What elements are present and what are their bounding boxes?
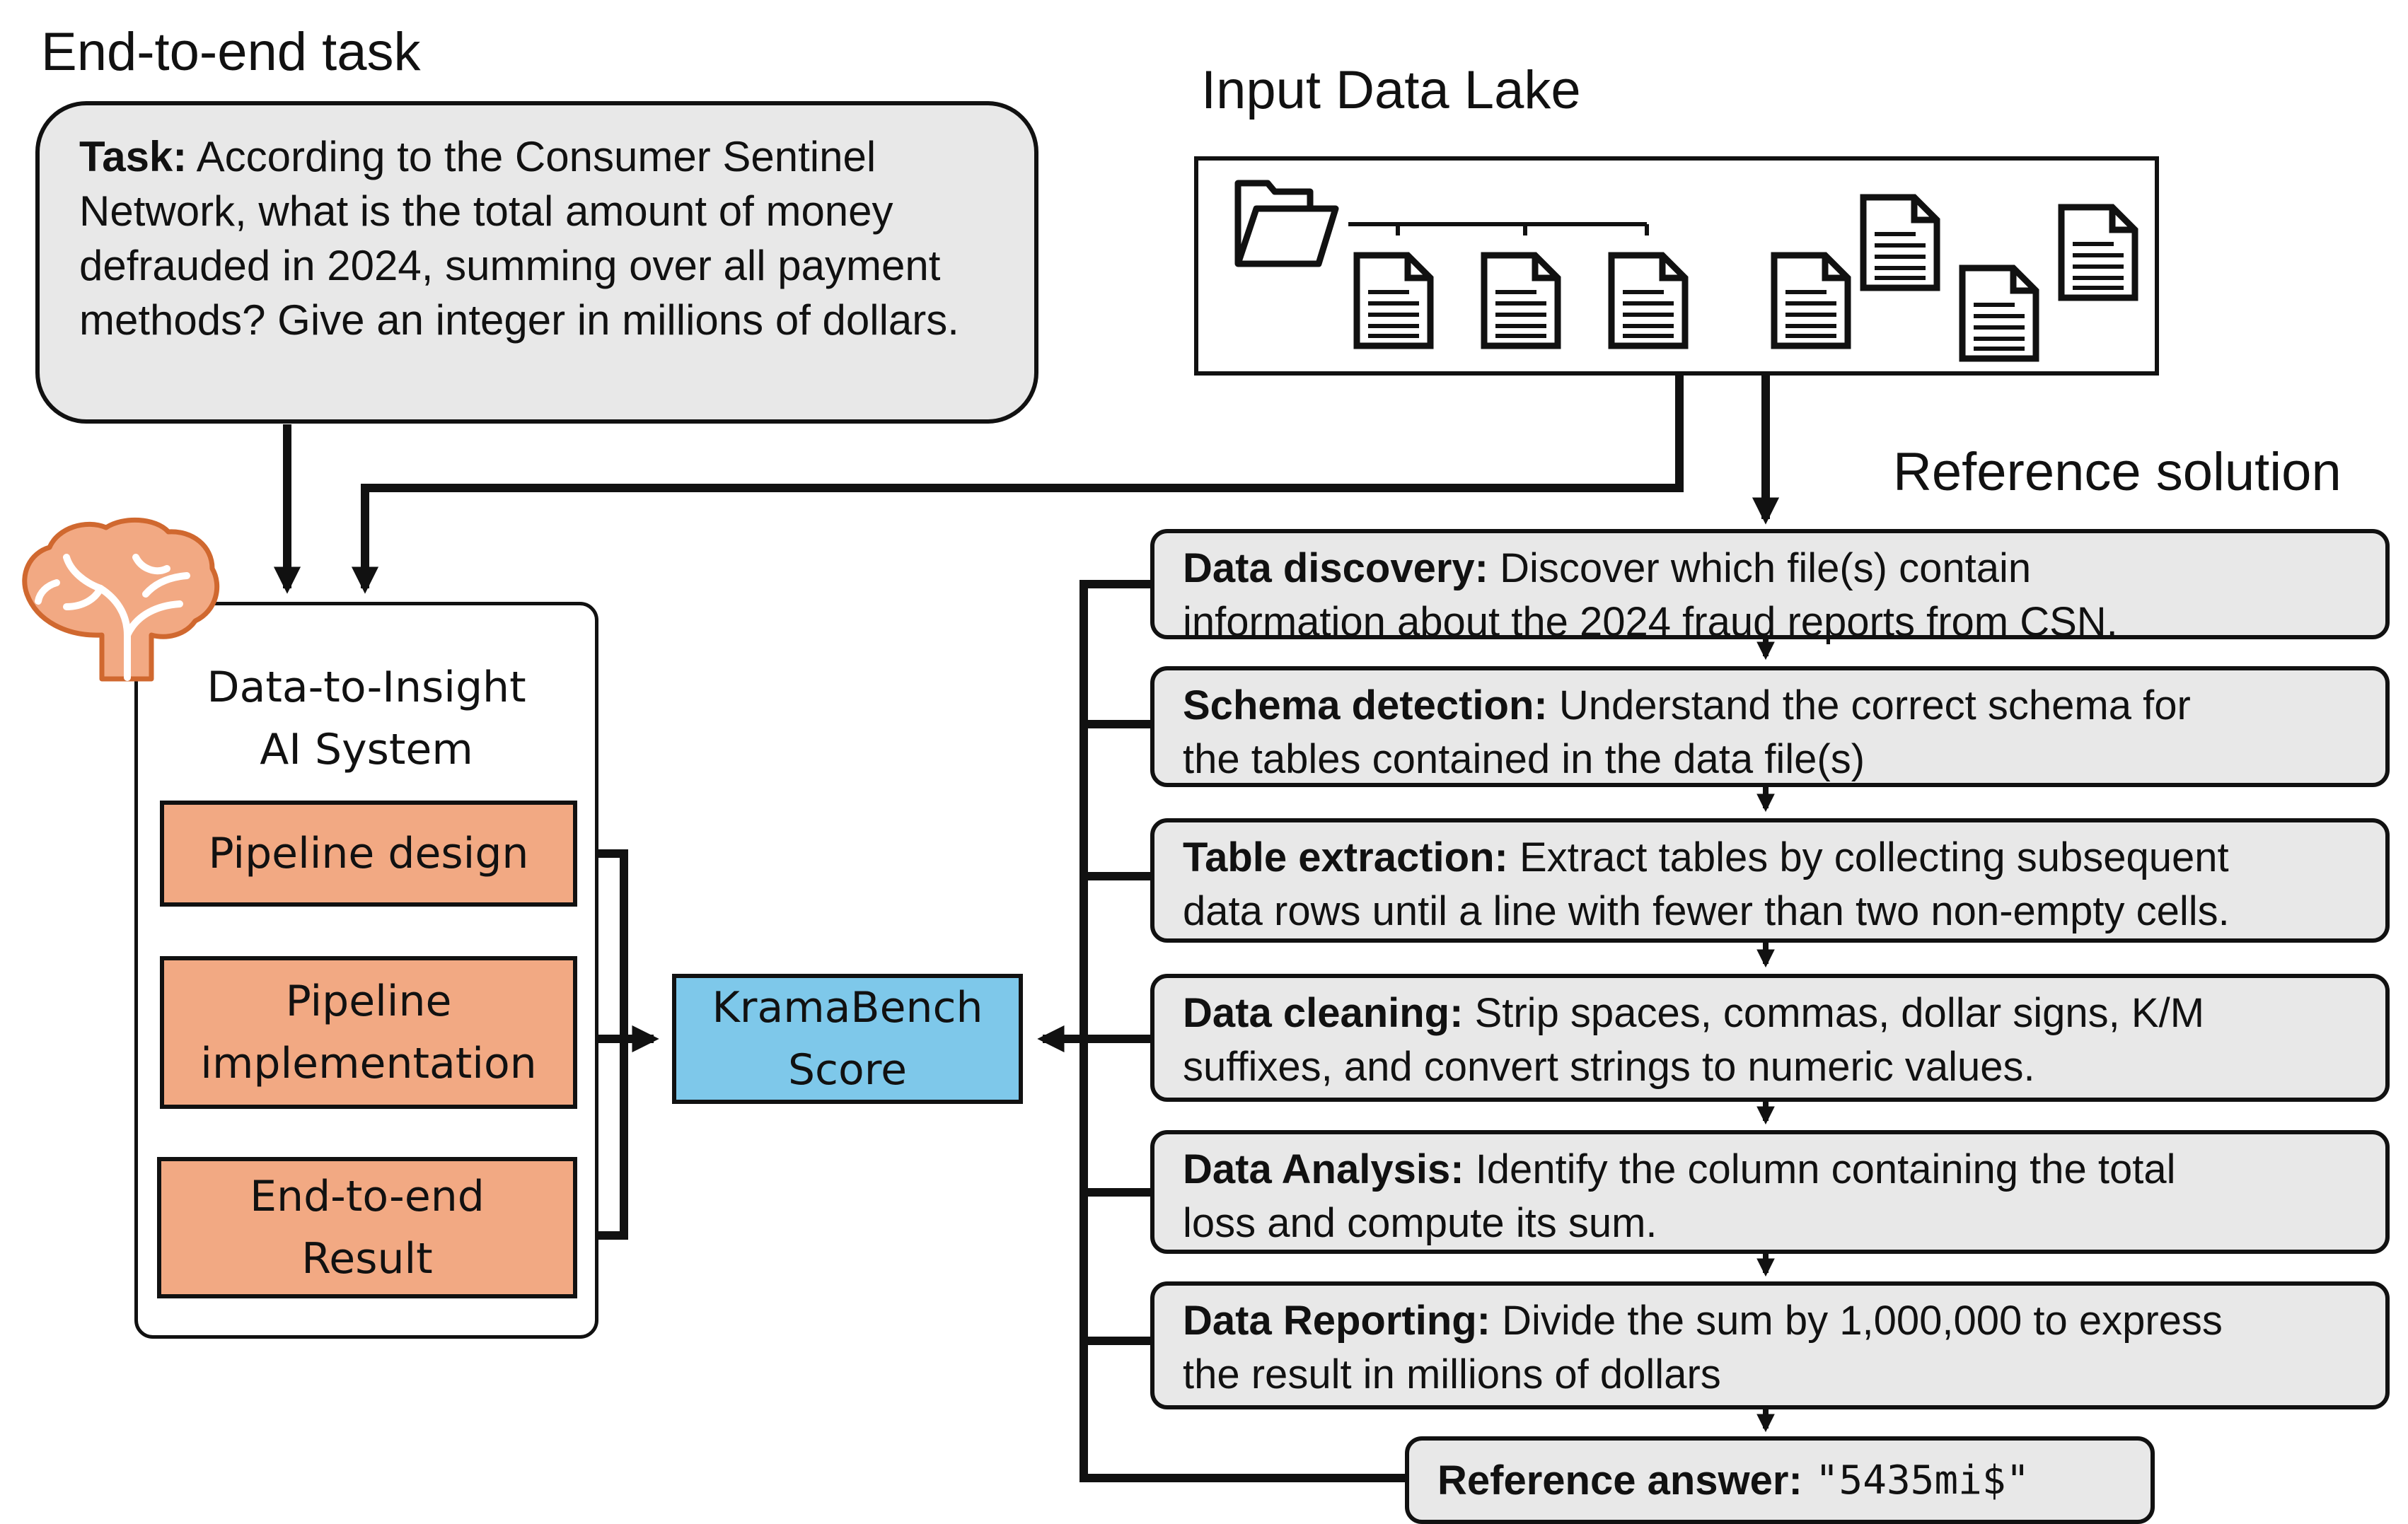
- end-to-end-heading: End-to-end task: [41, 22, 421, 82]
- task-text: According to the Consumer Sentinel Netwo…: [79, 133, 959, 344]
- step-table-extraction: Table extraction: Extract tables by coll…: [1150, 818, 2390, 943]
- document-icon: [1774, 255, 1848, 346]
- kramabench-score-box: KramaBench Score: [672, 974, 1023, 1104]
- end-to-end-result-stage: End-to-end Result: [157, 1157, 577, 1298]
- step-data-cleaning: Data cleaning: Strip spaces, commas, dol…: [1150, 974, 2390, 1102]
- data-lake-heading: Input Data Lake: [1201, 60, 1581, 120]
- document-icon: [2061, 207, 2135, 298]
- step-data-discovery: Data discovery: Discover which file(s) c…: [1150, 529, 2390, 645]
- step-schema-detection: Schema detection: Understand the correct…: [1150, 666, 2390, 787]
- reference-solution-heading: Reference solution: [1893, 442, 2342, 502]
- task-box: Task: According to the Consumer Sentinel…: [35, 101, 1038, 424]
- document-icon: [1611, 255, 1685, 346]
- task-label: Task:: [79, 133, 187, 180]
- arrow-lake-to-system: [351, 376, 1684, 594]
- pipeline-implementation-stage: Pipeline implementation: [160, 956, 577, 1109]
- ai-system-title: Data-to-Insight AI System: [207, 663, 526, 774]
- reference-answer-value: "5435mi$": [1814, 1457, 2030, 1503]
- step-data-analysis: Data Analysis: Identify the column conta…: [1150, 1130, 2390, 1254]
- folder-icon: [1234, 180, 1339, 267]
- pipeline-design-stage: Pipeline design: [160, 801, 577, 907]
- document-icon: [1863, 197, 1937, 288]
- reference-answer-label: Reference answer:: [1437, 1457, 1802, 1503]
- document-icon: [1484, 255, 1558, 346]
- data-lake-icons: [1234, 180, 2159, 376]
- document-icon: [1962, 268, 2036, 359]
- document-icon: [1357, 255, 1430, 346]
- brain-icon: [22, 517, 220, 682]
- reference-answer-box: Reference answer: "5435mi$": [1405, 1436, 2155, 1524]
- step-data-reporting: Data Reporting: Divide the sum by 1,000,…: [1150, 1281, 2390, 1409]
